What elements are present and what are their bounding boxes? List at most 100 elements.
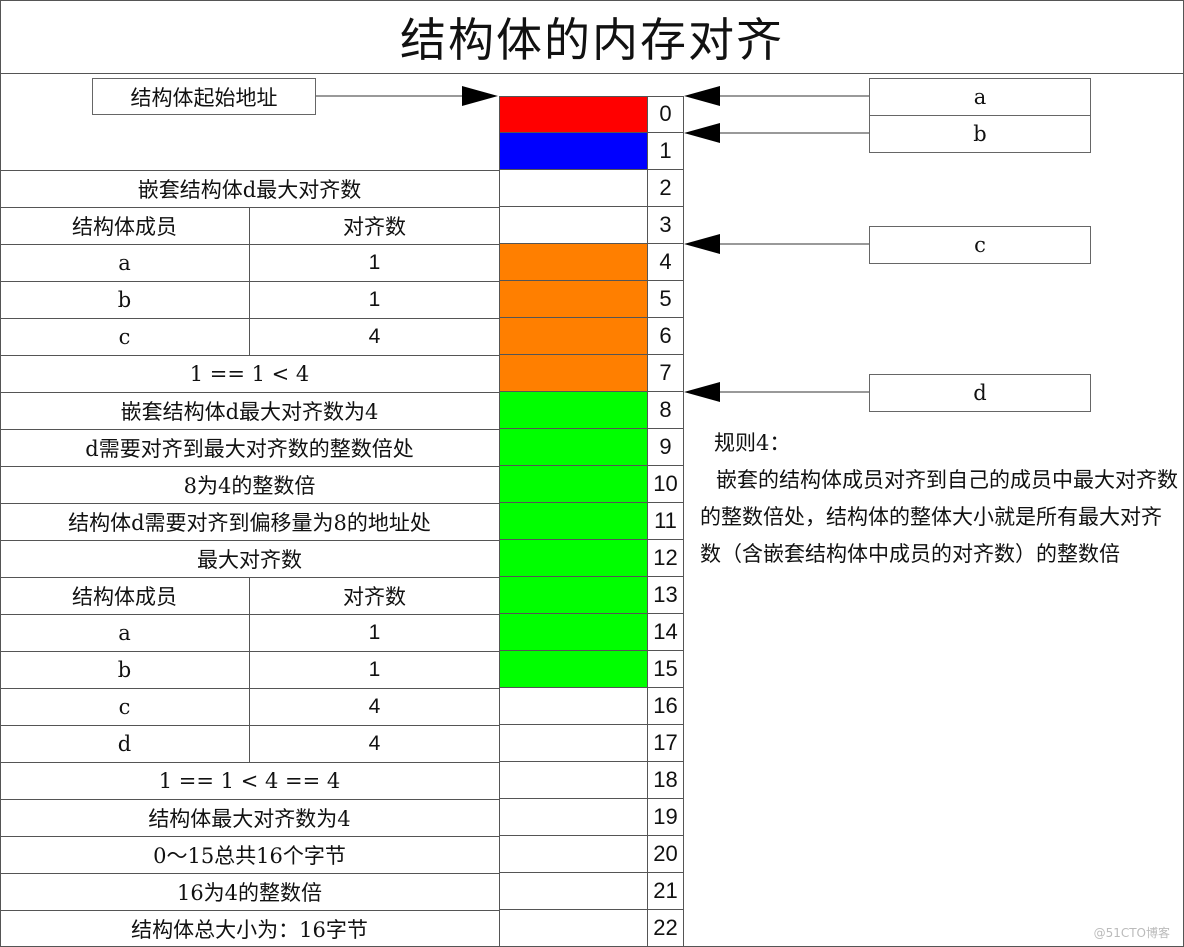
byte-offset-label: 18 xyxy=(648,762,683,799)
table2-row-member: c xyxy=(0,689,249,726)
byte-offset-label: 19 xyxy=(648,799,683,836)
explanation-row-10: 8为4的整数倍 xyxy=(0,467,499,504)
table1-header-member: 结构体成员 xyxy=(0,208,249,245)
table2-row-align: 4 xyxy=(249,689,499,726)
multiple-check-row: 16为4的整数倍 xyxy=(0,874,499,911)
byte-offset-label: 4 xyxy=(648,244,683,281)
compare-expression-1: 1 == 1 < 4 xyxy=(0,356,499,393)
table1-row-align: 1 xyxy=(249,245,499,282)
byte-offset-label: 20 xyxy=(648,836,683,873)
nested-max-align-result: 嵌套结构体d最大对齐数为4 xyxy=(0,393,499,430)
arrow-d-icon xyxy=(684,382,869,402)
table2-row-align: 1 xyxy=(249,615,499,652)
memory-byte-cell xyxy=(500,96,647,133)
byte-offset-label: 11 xyxy=(648,503,683,540)
text: d xyxy=(973,381,987,405)
table2-row-member: a xyxy=(0,615,249,652)
member-label-c: c xyxy=(869,226,1091,264)
text: 嵌套结构体d最大对齐数为4 xyxy=(120,400,379,424)
text: 对齐数 xyxy=(343,215,406,239)
text: 结构体总大小为：16字节 xyxy=(131,917,368,942)
table1-row-member: c xyxy=(0,319,249,356)
table1-row-member: b xyxy=(0,282,249,319)
text: d需要对齐到最大对齐数的整数倍处 xyxy=(85,437,414,461)
text: b xyxy=(117,288,132,312)
text: 结构体成员 xyxy=(72,585,177,609)
text: c xyxy=(118,695,131,719)
table2-row-align: 1 xyxy=(249,652,499,689)
table1-row-align: 1 xyxy=(249,282,499,319)
start-label-text: 结构体起始地址 xyxy=(130,85,278,110)
byte-offset-label: 13 xyxy=(648,577,683,614)
memory-byte-cell xyxy=(500,688,647,725)
text: d xyxy=(117,732,132,756)
text: 1 xyxy=(368,288,381,311)
memory-byte-cell xyxy=(500,355,647,392)
table1-row-align: 4 xyxy=(249,319,499,356)
text: a xyxy=(973,85,987,109)
text: 1 xyxy=(368,251,381,274)
max-align-heading: 最大对齐数 xyxy=(0,541,499,578)
divider xyxy=(0,170,499,171)
struct-start-address-label: 结构体起始地址 xyxy=(92,78,316,115)
member-label-d: d xyxy=(869,374,1091,412)
diagram-title: 结构体的内存对齐 xyxy=(400,12,784,67)
text: 最大对齐数 xyxy=(197,548,302,572)
byte-offset-label: 7 xyxy=(648,355,683,392)
explanation-row-9: d需要对齐到最大对齐数的整数倍处 xyxy=(0,430,499,467)
memory-byte-cell xyxy=(500,577,647,614)
byte-offset-label: 21 xyxy=(648,873,683,910)
byte-offset-label: 16 xyxy=(648,688,683,725)
memory-byte-cell xyxy=(500,318,647,355)
memory-byte-cell xyxy=(500,466,647,503)
table2-header-align: 对齐数 xyxy=(249,578,499,615)
index-right-border xyxy=(683,96,684,946)
memory-byte-cell xyxy=(500,392,647,429)
arrow-b-icon xyxy=(684,123,869,143)
explanation-row-11: 结构体d需要对齐到偏移量为8的地址处 xyxy=(0,504,499,541)
text: 4 xyxy=(368,732,381,755)
memory-byte-cell xyxy=(500,873,647,910)
memory-byte-cell xyxy=(500,207,647,244)
memory-byte-cell xyxy=(500,170,647,207)
byte-offset-label: 10 xyxy=(648,466,683,503)
text: 0～15总共16个字节 xyxy=(153,844,346,868)
memory-left-border xyxy=(499,96,500,946)
byte-offset-label: 14 xyxy=(648,614,683,651)
text: 1 xyxy=(368,621,381,644)
text: 结构体d需要对齐到偏移量为8的地址处 xyxy=(68,511,431,535)
byte-offset-label: 5 xyxy=(648,281,683,318)
byte-count-row: 0～15总共16个字节 xyxy=(0,837,499,874)
memory-byte-cell xyxy=(500,133,647,170)
memory-byte-cell xyxy=(500,281,647,318)
rule-heading: 规则4： xyxy=(714,431,791,455)
text: a xyxy=(118,251,131,275)
byte-offset-label: 15 xyxy=(648,651,683,688)
text: b xyxy=(117,658,132,682)
text: 16为4的整数倍 xyxy=(176,881,323,905)
rule-body: 嵌套的结构体成员对齐到自己的成员中最大对齐数的整数倍处，结构体的整体大小就是所有… xyxy=(700,468,1178,566)
text: 1 == 1 < 4 == 4 xyxy=(158,769,341,793)
table2-row-member: d xyxy=(0,726,249,763)
memory-byte-cell xyxy=(500,429,647,466)
text: b xyxy=(973,122,987,146)
byte-offset-label: 12 xyxy=(648,540,683,577)
title-bar: 结构体的内存对齐 xyxy=(0,0,1184,74)
byte-offset-label: 6 xyxy=(648,318,683,355)
text: 4 xyxy=(368,695,381,718)
watermark: @51CTO博客 xyxy=(1093,926,1170,940)
text: 8为4的整数倍 xyxy=(183,474,316,498)
byte-offset-label: 22 xyxy=(653,915,678,940)
compare-expression-2: 1 == 1 < 4 == 4 xyxy=(0,763,499,800)
member-label-b: b xyxy=(869,115,1091,153)
byte-offset-label: 2 xyxy=(648,170,683,207)
byte-offset-label: 8 xyxy=(648,392,683,429)
rule-4-note: 规则4： 嵌套的结构体成员对齐到自己的成员中最大对齐数的整数倍处，结构体的整体大… xyxy=(700,425,1180,573)
text: c xyxy=(974,233,986,257)
total-size-row: 结构体总大小为：16字节 xyxy=(0,911,499,946)
nested-max-align-heading: 嵌套结构体d最大对齐数 xyxy=(0,171,499,208)
memory-right-border xyxy=(647,96,648,946)
memory-byte-cell xyxy=(500,503,647,540)
byte-offset-label: 1 xyxy=(648,133,683,170)
